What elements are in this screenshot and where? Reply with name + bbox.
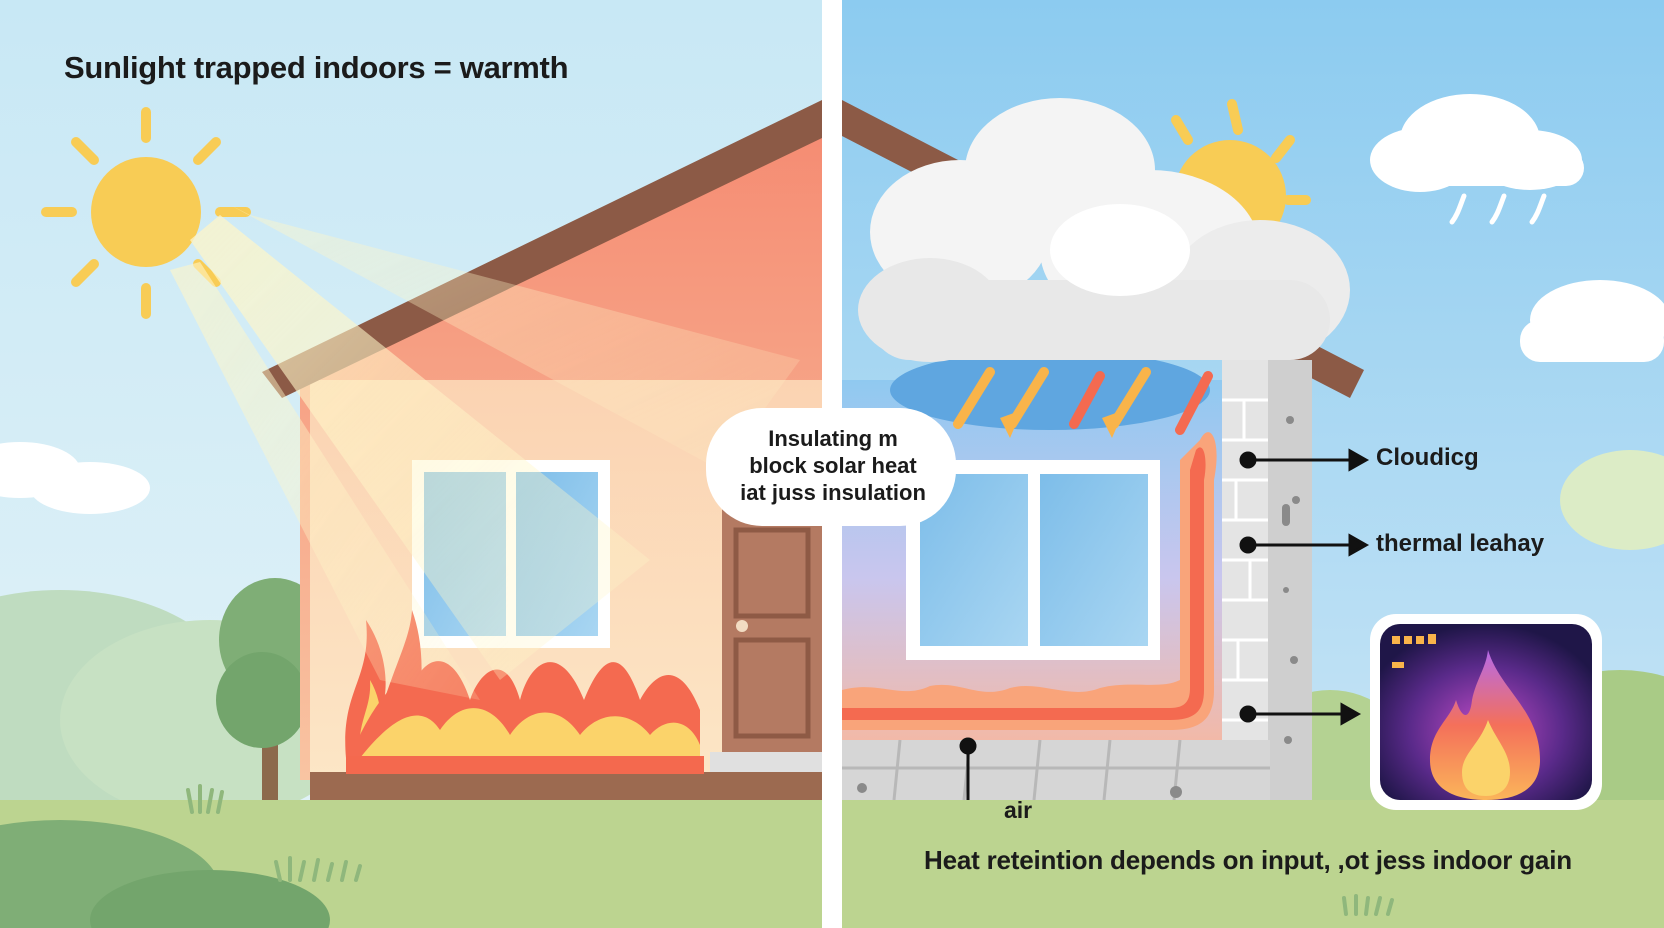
- floor-slab: [842, 739, 1270, 801]
- clouds-right: [1370, 94, 1664, 550]
- incoming-heat-arrows: [953, 367, 1213, 438]
- page-title: Sunlight trapped indoors = warmth: [64, 50, 569, 85]
- caption: Heat reteintion depends on input, ,ot je…: [924, 845, 1572, 875]
- door: [722, 500, 822, 756]
- bubble-line-2: block solar heat: [749, 453, 917, 478]
- sun-icon: [41, 107, 251, 319]
- speech-bubble-text: Insulating m block solar heat iat juss i…: [716, 425, 950, 506]
- air-label: air: [1004, 797, 1033, 823]
- roof-left: [262, 100, 822, 398]
- thermal-leak-label: thermal leahay: [1376, 530, 1545, 557]
- speech-bubble: [706, 408, 956, 526]
- sun-behind-cloud-icon: [858, 98, 1350, 430]
- infrared-flame-icon: [1370, 614, 1602, 810]
- rain-cloud-icon: [1370, 94, 1584, 225]
- grass-left: [0, 784, 822, 928]
- bubble-line-3: iat juss insulation: [740, 480, 926, 505]
- clouding-label: Cloudicg: [1376, 444, 1479, 471]
- grass-right: [842, 800, 1664, 928]
- sunlight-beams: [170, 205, 800, 700]
- heat-leak-band: [842, 432, 1217, 730]
- brick-wall: [1222, 360, 1312, 800]
- tree-icon: [216, 578, 331, 800]
- bubble-line-1: Insulating m: [768, 426, 898, 451]
